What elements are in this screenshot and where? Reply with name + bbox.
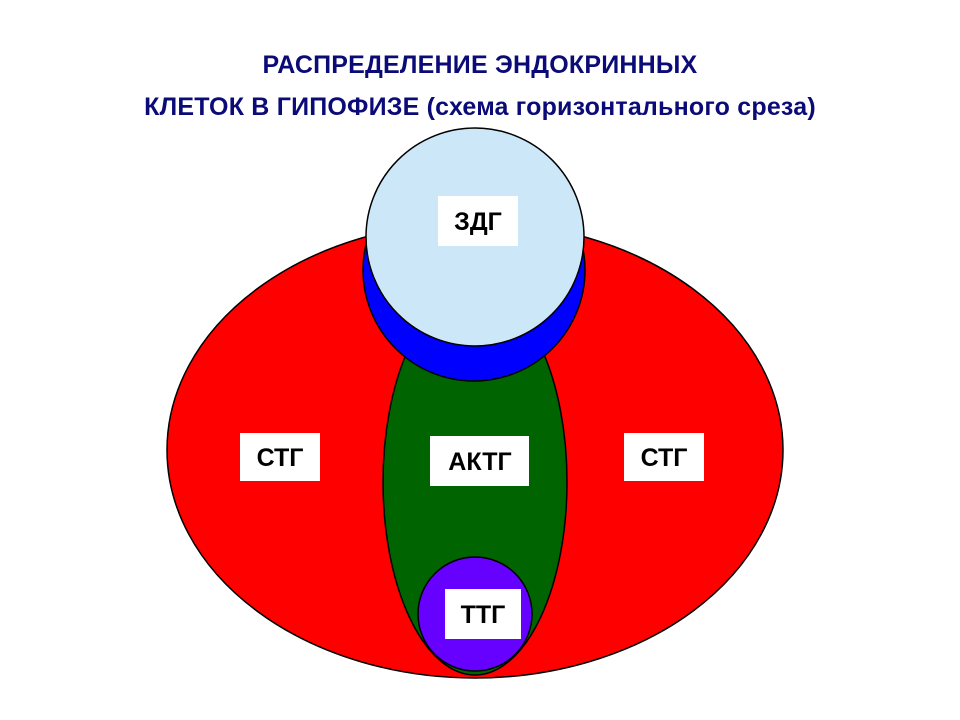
label-stg-right-text: СТГ bbox=[641, 444, 688, 472]
label-zdg-text: ЗДГ bbox=[454, 208, 502, 236]
title-line-2: КЛЕТОК В ГИПОФИЗЕ (схема горизонтального… bbox=[144, 93, 816, 121]
label-aktg-text: АКТГ bbox=[448, 448, 511, 476]
label-zdg: ЗДГ bbox=[438, 196, 518, 246]
label-stg-right: СТГ bbox=[624, 433, 704, 481]
slide-title: РАСПРЕДЕЛЕНИЕ ЭНДОКРИННЫХ КЛЕТОК В ГИПОФ… bbox=[0, 44, 960, 128]
label-ttg: ТТГ bbox=[445, 589, 521, 639]
label-stg-left: СТГ bbox=[240, 433, 320, 481]
title-line-1: РАСПРЕДЕЛЕНИЕ ЭНДОКРИННЫХ bbox=[262, 51, 698, 79]
label-stg-left-text: СТГ bbox=[257, 444, 304, 472]
label-ttg-text: ТТГ bbox=[461, 601, 506, 629]
label-aktg: АКТГ bbox=[430, 436, 529, 486]
